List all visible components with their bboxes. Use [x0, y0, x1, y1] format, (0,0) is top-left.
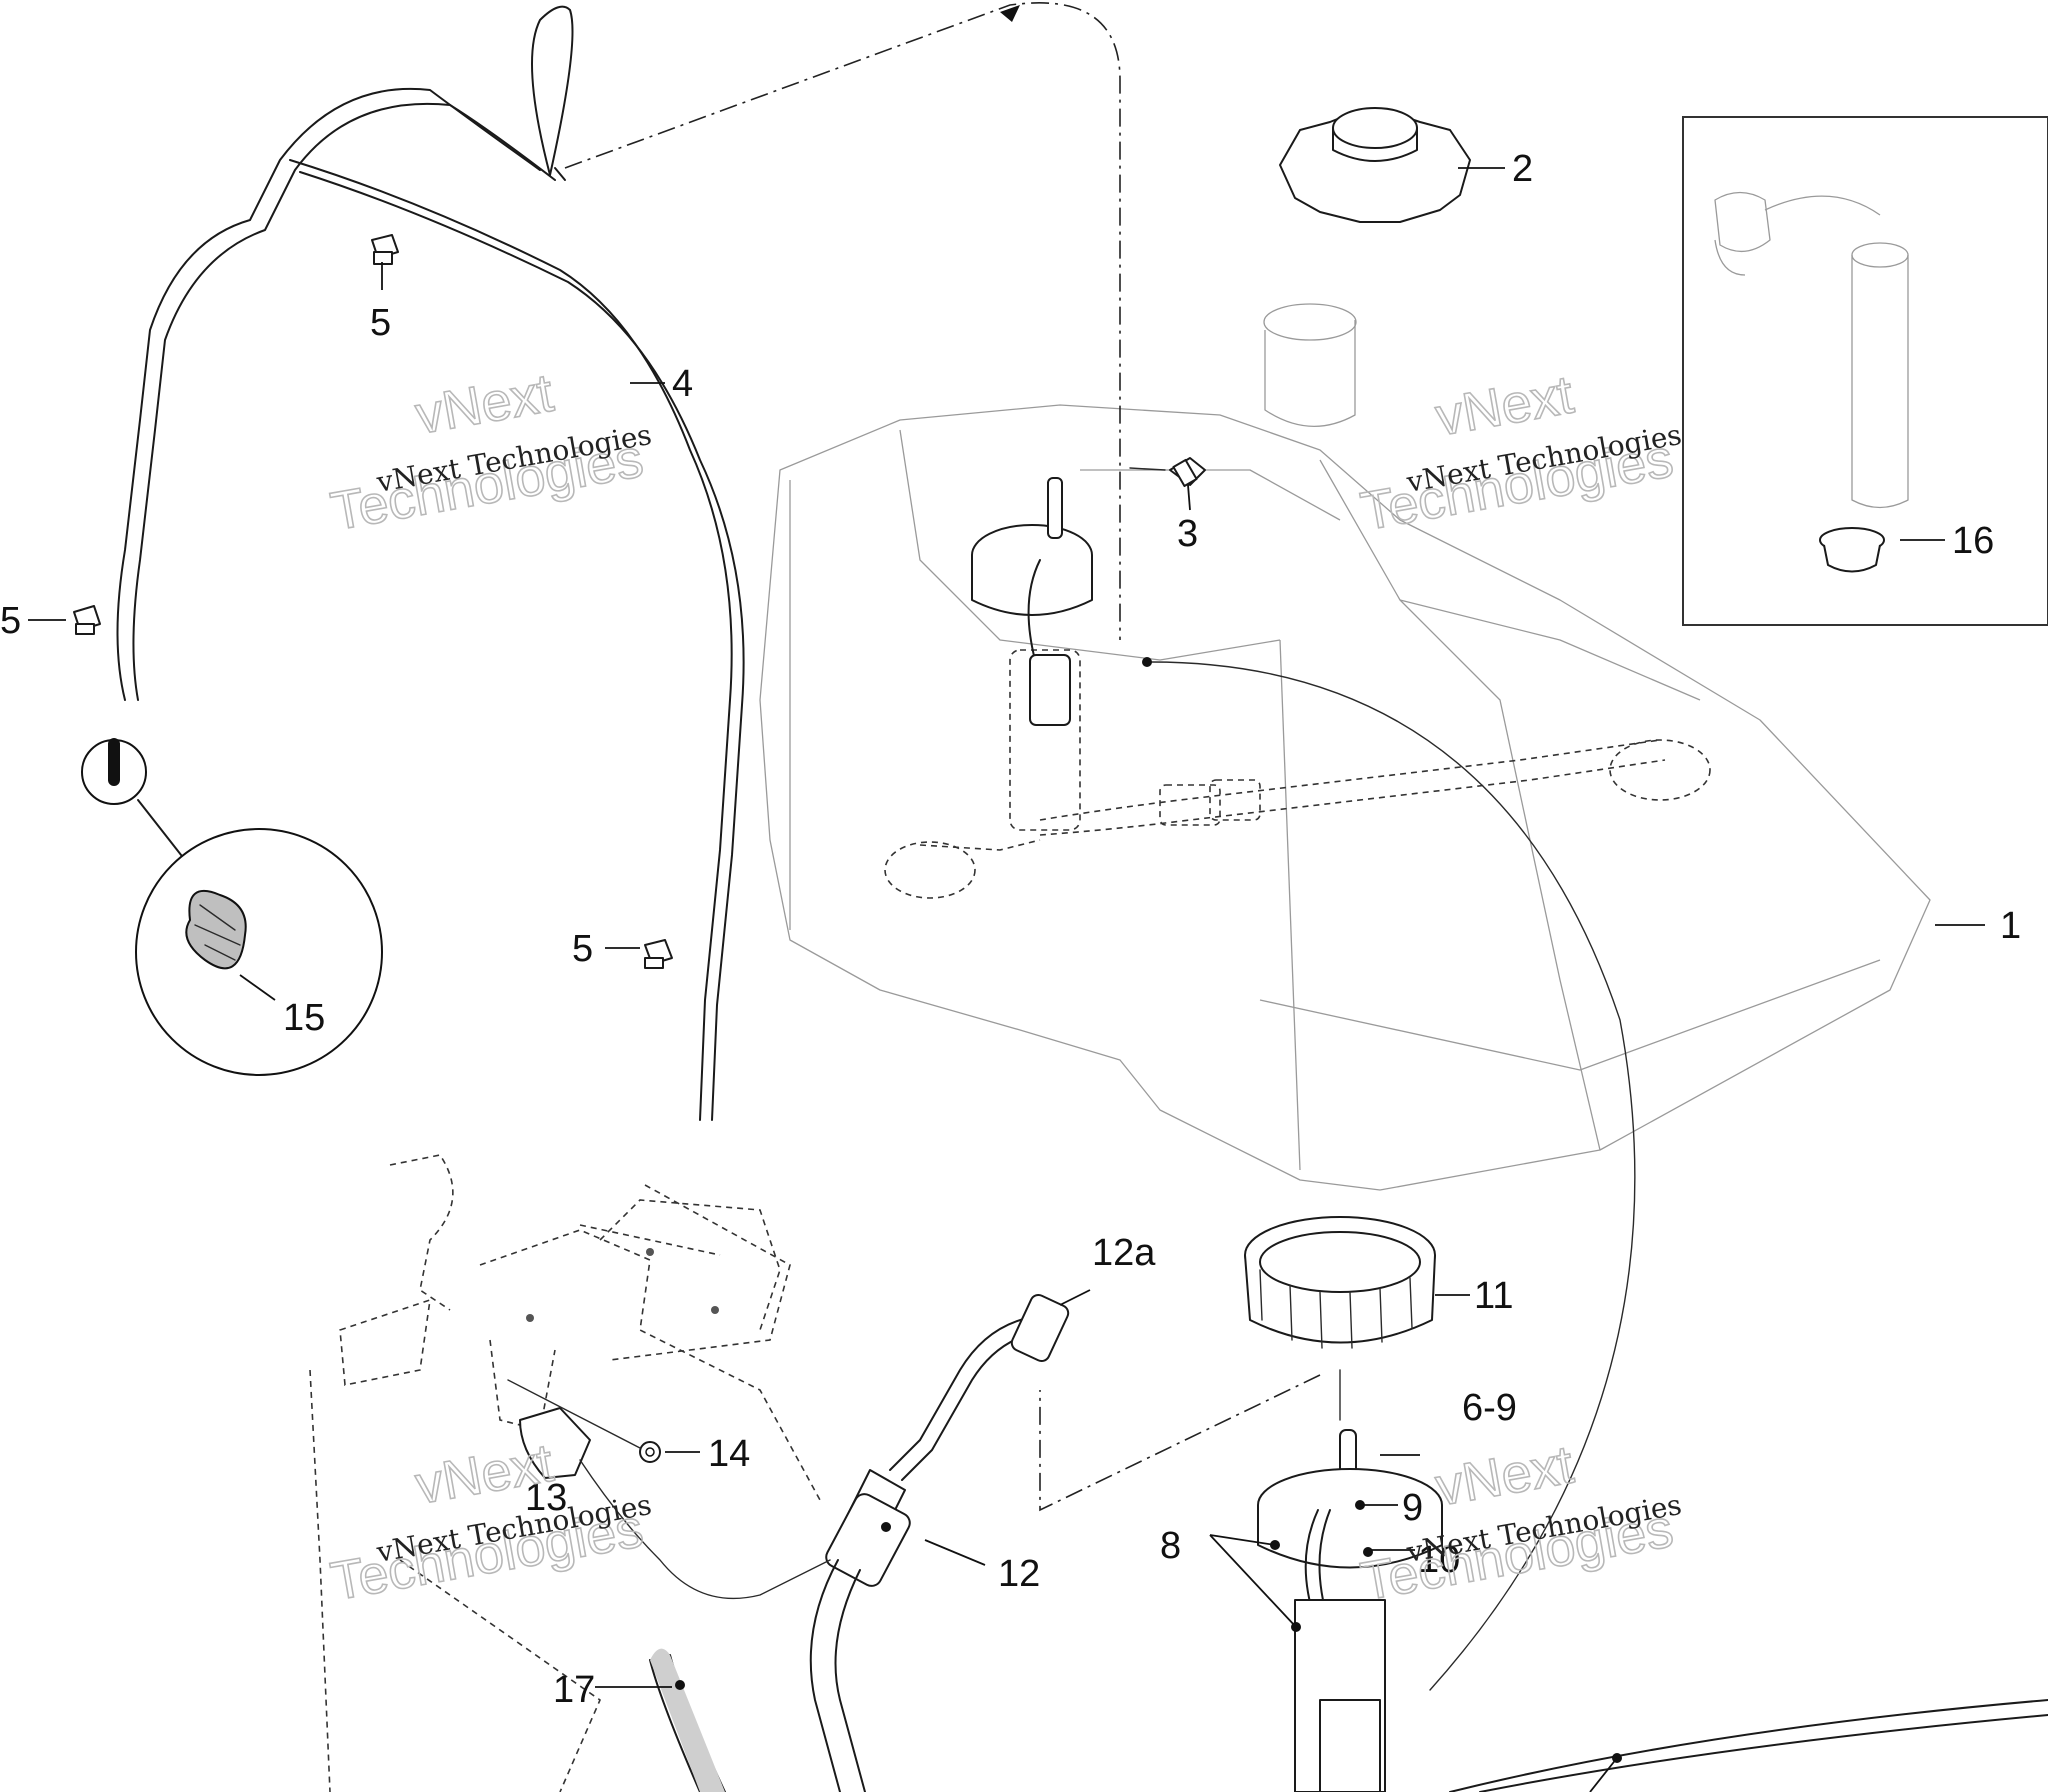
svg-text:vNext: vNext: [1431, 365, 1577, 448]
fuel-tank-outline: [759, 303, 1931, 1191]
vent-fitting: [1129, 457, 1206, 488]
clamp-13: [519, 1407, 831, 1600]
watermark-bottom-left: vNext Technologies vNext Technologies: [326, 1432, 654, 1613]
clip-5-upper: [371, 234, 399, 265]
fuel-level-sender-ghost: [1714, 191, 1909, 509]
callout-13: 13: [525, 1477, 567, 1519]
clip-5-left: [73, 605, 101, 635]
watermark-top-right: vNext Technologies vNext Technologies: [1356, 364, 1684, 543]
vent-routing-line: [564, 2, 1121, 640]
inset-box: [1682, 116, 2048, 626]
callout-15: 15: [283, 997, 325, 1039]
supply-hose: [1449, 1699, 2048, 1792]
clip-5-lower: [644, 939, 673, 969]
pump-reference-arc: [1146, 661, 1636, 1691]
callout-10: 10: [1418, 1539, 1460, 1581]
callout-6-9: 6-9: [1462, 1387, 1517, 1429]
lock-ring: [1244, 1216, 1436, 1349]
callout-3: 3: [1177, 513, 1198, 555]
fuel-filter-line: [809, 1293, 1070, 1792]
callout-5-upper: 5: [370, 302, 391, 344]
callout-1: 1: [2000, 905, 2021, 947]
watermark-top-left: vNext Technologies vNext Technologies: [326, 362, 654, 543]
callout-8: 8: [1160, 1525, 1181, 1567]
pump-reference-dot: [1142, 657, 1152, 667]
callout-12: 12: [998, 1553, 1040, 1595]
callout-17: 17: [553, 1669, 595, 1711]
grommet-16: [1819, 527, 1885, 573]
callout-11: 11: [1474, 1275, 1513, 1317]
callout-9: 9: [1402, 1487, 1423, 1529]
hose-17: [649, 1648, 726, 1792]
pump-routing-line: [1039, 1374, 1321, 1512]
fuel-pump-module-installed: [971, 477, 1093, 726]
callout-leaders: [28, 167, 1985, 1792]
nut-14: [507, 1379, 661, 1463]
callout-16: 16: [1952, 520, 1994, 562]
callout-5-left: 5: [0, 600, 21, 642]
svg-text:vNext: vNext: [411, 363, 557, 446]
svg-text:vNext: vNext: [1431, 1435, 1577, 1518]
detail-15: [81, 738, 383, 1076]
routing-arrow: [1000, 5, 1020, 22]
fuel-cap: [1279, 107, 1471, 223]
callout-4: 4: [672, 363, 693, 405]
frame-bracket: [309, 1154, 821, 1792]
callout-12a: 12a: [1092, 1232, 1156, 1274]
callout-14: 14: [708, 1433, 750, 1475]
callout-2: 2: [1512, 148, 1533, 190]
callout-5-lower: 5: [572, 928, 593, 970]
fuel-pump-module: [1257, 1429, 1443, 1792]
vent-hose: [116, 5, 745, 1121]
